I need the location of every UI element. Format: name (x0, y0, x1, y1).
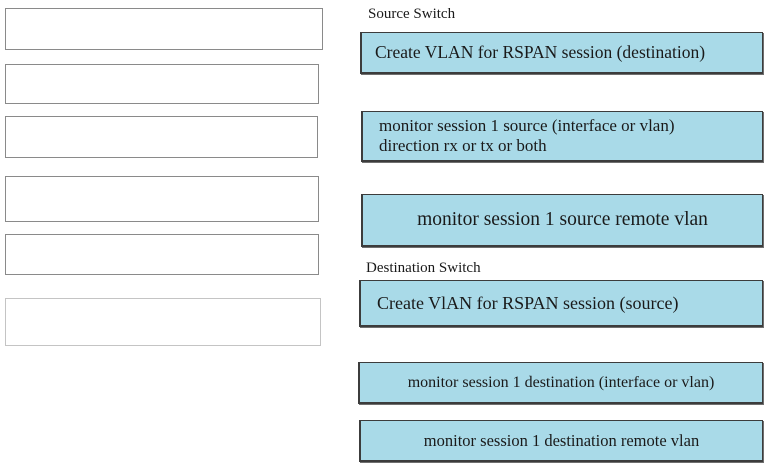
card-label-line-2: direction rx or tx or both (379, 136, 547, 155)
drop-target-1[interactable] (5, 8, 323, 50)
drop-target-3[interactable] (5, 116, 318, 158)
card-label-group: monitor session 1 source (interface or v… (379, 116, 675, 156)
drop-target-6[interactable] (5, 298, 321, 346)
source-switch-heading: Source Switch (368, 6, 456, 22)
card-label: monitor session 1 destination (interface… (407, 373, 715, 391)
card-monitor-destination-interface[interactable]: monitor session 1 destination (interface… (358, 362, 763, 404)
card-monitor-source-remote-vlan[interactable]: monitor session 1 source remote vlan (361, 194, 763, 247)
card-label-line-1: monitor session 1 source (interface or v… (379, 116, 675, 135)
card-label: Create VlAN for RSPAN session (source) (377, 292, 679, 313)
drop-target-4[interactable] (5, 176, 319, 222)
card-create-vlan-destination[interactable]: Create VLAN for RSPAN session (destinati… (360, 32, 763, 74)
card-monitor-destination-remote-vlan[interactable]: monitor session 1 destination remote vla… (359, 420, 763, 462)
card-create-vlan-source[interactable]: Create VlAN for RSPAN session (source) (359, 280, 763, 327)
card-monitor-source-interface[interactable]: monitor session 1 source (interface or v… (361, 111, 763, 162)
destination-switch-heading: Destination Switch (366, 260, 481, 276)
drop-target-2[interactable] (5, 64, 319, 104)
card-label: monitor session 1 source remote vlan (417, 209, 708, 230)
drop-target-5[interactable] (5, 234, 319, 275)
card-label: Create VLAN for RSPAN session (destinati… (375, 42, 706, 62)
card-label: monitor session 1 destination remote vla… (423, 430, 700, 450)
